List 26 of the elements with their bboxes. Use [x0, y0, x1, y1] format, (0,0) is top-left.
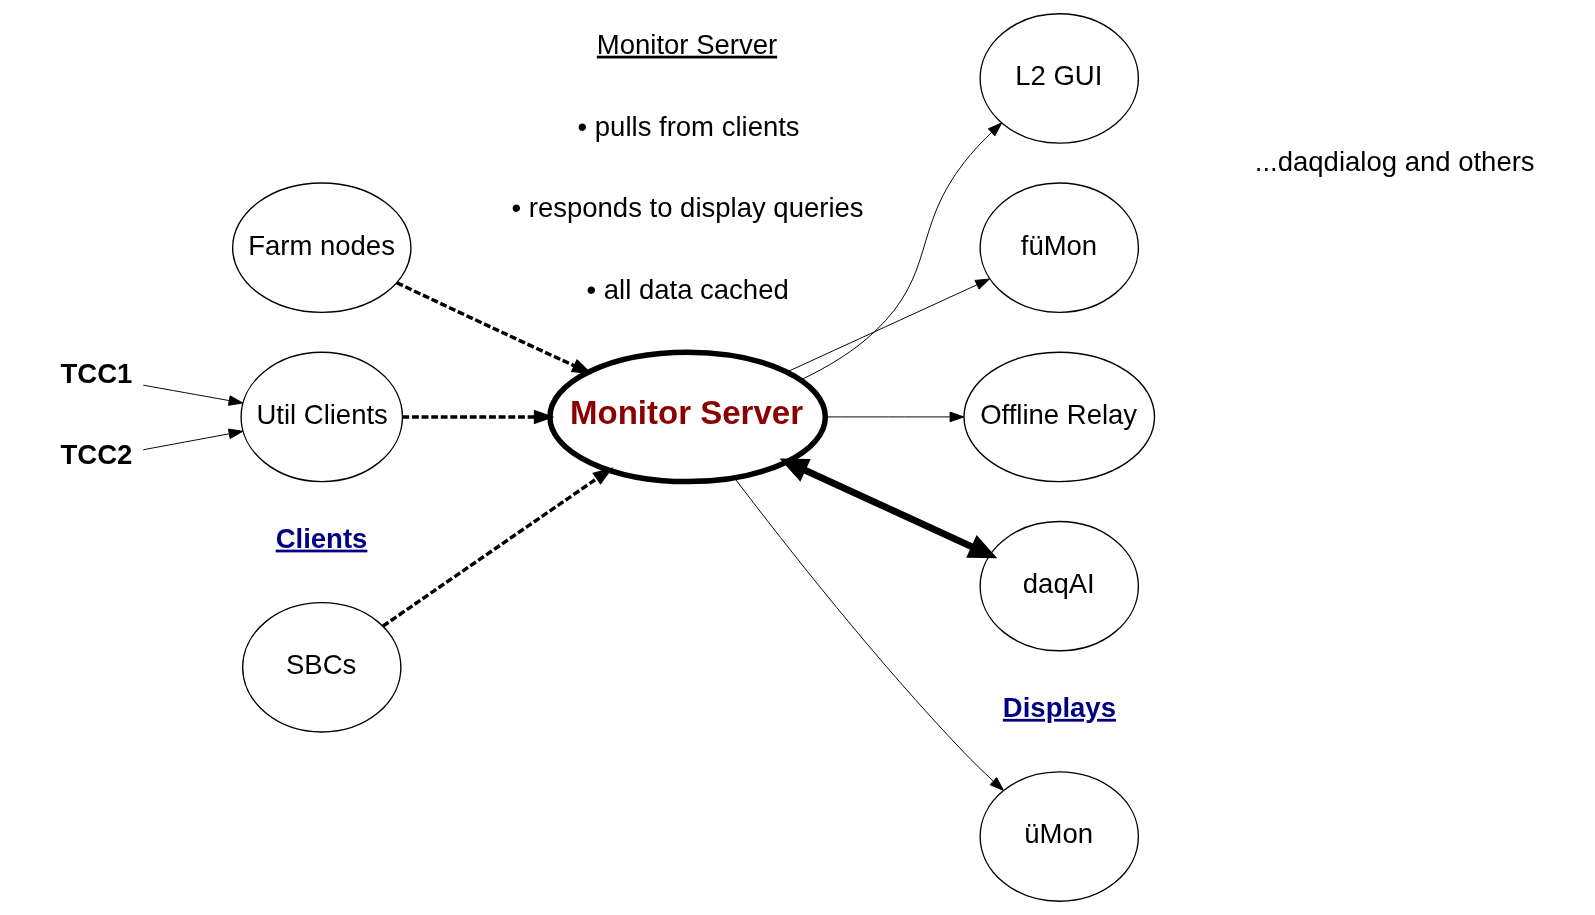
node-ellipse: L2 GUI [978, 13, 1139, 144]
node-ellipse: füMon [978, 182, 1139, 314]
node-ellipse: üMon [978, 771, 1139, 902]
label: • pulls from clients [577, 111, 800, 143]
node-ellipse: Farm nodes [231, 182, 412, 314]
node-ellipse: daqAI [978, 520, 1139, 652]
label: • responds to display queries [511, 192, 864, 224]
label: Clients [275, 522, 367, 554]
arrow [142, 384, 243, 406]
label: • all data cached [586, 273, 789, 305]
arrow [142, 428, 243, 451]
node-text: TCC2 [60, 438, 132, 470]
arrow [381, 467, 613, 628]
node-ellipse: Offline Relay [962, 351, 1155, 483]
node-ellipse: SBCs [241, 601, 402, 733]
node-text: TCC1 [60, 357, 132, 389]
label: Monitor Server [596, 28, 777, 60]
arrow [800, 122, 1002, 381]
arrow [395, 281, 593, 375]
arrow [786, 278, 990, 373]
arrow [733, 477, 1004, 791]
node-ellipse: Util Clients [239, 351, 403, 483]
label: ...daqdialog and others [1254, 145, 1535, 177]
arrow [401, 409, 555, 425]
arrow [779, 458, 997, 559]
label: Displays [1002, 691, 1116, 723]
